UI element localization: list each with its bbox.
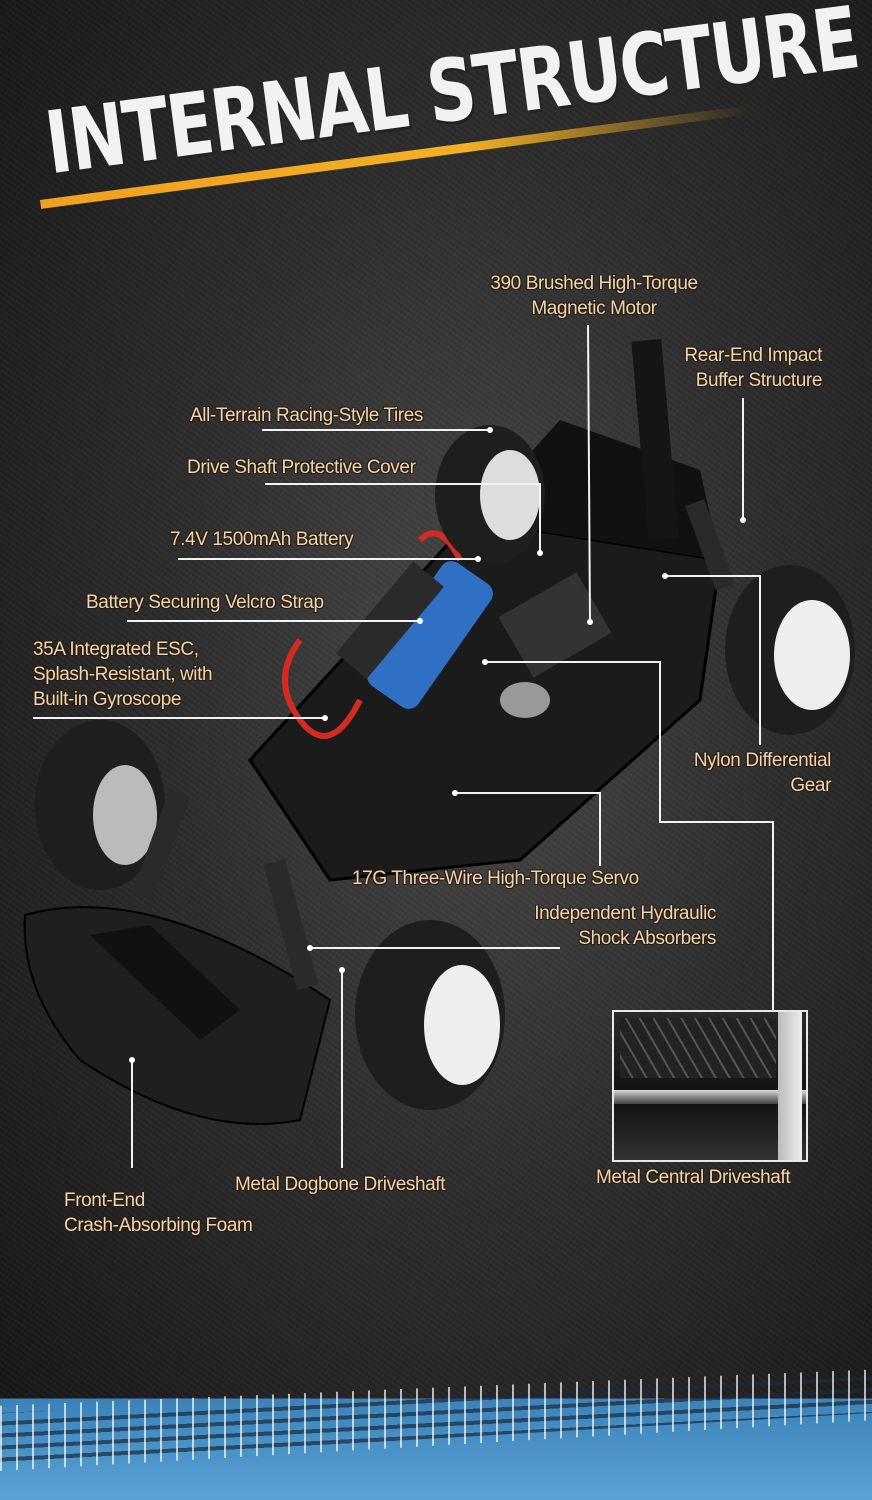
label-central-shaft: Metal Central Driveshaft bbox=[596, 1167, 791, 1188]
label-foam-line1: Front-End bbox=[64, 1190, 145, 1211]
wheel-front-right bbox=[355, 920, 505, 1110]
label-esc-line2: Splash-Resistant, with bbox=[33, 664, 213, 685]
red-wires bbox=[282, 530, 463, 739]
label-battery: 7.4V 1500mAh Battery bbox=[170, 529, 354, 550]
label-rear-buffer-line2: Buffer Structure bbox=[695, 370, 823, 391]
label-differential: Nylon Differential Gear bbox=[693, 748, 832, 798]
label-shocks-line1: Independent Hydraulic bbox=[534, 903, 716, 924]
label-esc-line1: 35A Integrated ESC, bbox=[33, 639, 199, 660]
label-servo: 17G Three-Wire High-Torque Servo bbox=[352, 868, 639, 889]
label-motor: 390 Brushed High-Torque Magnetic Motor bbox=[470, 271, 718, 321]
label-foam: Front-End Crash-Absorbing Foam bbox=[64, 1188, 253, 1238]
front-shock-absorber-left bbox=[131, 789, 191, 901]
servo-leader bbox=[455, 792, 601, 866]
front-shock-absorber bbox=[263, 859, 319, 991]
motor-leader bbox=[587, 324, 591, 623]
label-foam-line2: Crash-Absorbing Foam bbox=[64, 1215, 253, 1236]
closeup-driveshaft bbox=[614, 1090, 806, 1104]
label-rear-buffer: Rear-End Impact Buffer Structure bbox=[684, 343, 822, 393]
label-drive-cover: Drive Shaft Protective Cover bbox=[187, 457, 416, 478]
wheel-rear-right bbox=[725, 565, 855, 735]
differential-leader bbox=[665, 575, 761, 745]
leader-dots bbox=[129, 427, 746, 1063]
leader-lines bbox=[33, 324, 774, 1168]
drive-cover-leader bbox=[265, 483, 541, 553]
label-differential-line2: Gear bbox=[790, 775, 831, 796]
label-motor-line1: 390 Brushed High-Torque bbox=[490, 273, 698, 294]
central-shaft-leader bbox=[485, 661, 774, 1010]
motor bbox=[500, 682, 550, 718]
label-differential-line1: Nylon Differential bbox=[693, 750, 832, 771]
battery-pack bbox=[367, 561, 493, 709]
chassis-tub bbox=[248, 518, 722, 882]
closeup-chassis-ribs bbox=[620, 1018, 776, 1078]
wheel-rear-left bbox=[435, 425, 545, 565]
label-rear-buffer-line1: Rear-End Impact bbox=[684, 345, 822, 366]
label-esc: 35A Integrated ESC, Splash-Resistant, wi… bbox=[33, 637, 213, 712]
rear-mount bbox=[631, 339, 679, 541]
label-motor-line2: Magnetic Motor bbox=[531, 298, 657, 319]
label-esc-line3: Built-in Gyroscope bbox=[33, 689, 182, 710]
label-tires: All-Terrain Racing-Style Tires bbox=[190, 405, 423, 426]
bumper-bracket bbox=[90, 925, 240, 1040]
closeup-gear-housing bbox=[778, 1012, 802, 1160]
label-dogbone: Metal Dogbone Driveshaft bbox=[235, 1174, 446, 1195]
label-shocks: Independent Hydraulic Shock Absorbers bbox=[534, 901, 716, 951]
label-velcro: Battery Securing Velcro Strap bbox=[86, 592, 324, 613]
label-shocks-line2: Shock Absorbers bbox=[578, 928, 716, 949]
wheel-front-left bbox=[35, 720, 165, 890]
central-driveshaft-closeup bbox=[612, 1010, 808, 1162]
rear-shock-absorber bbox=[685, 499, 735, 591]
motor-heatsink bbox=[498, 572, 612, 678]
